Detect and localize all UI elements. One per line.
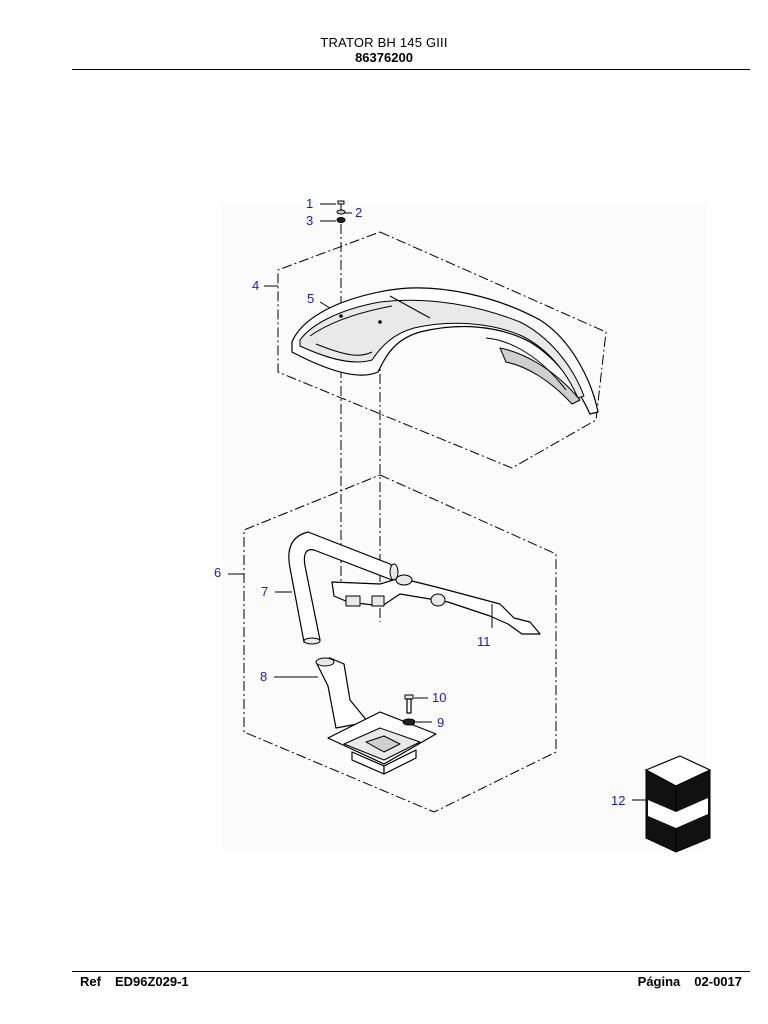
callout-1: 1 (306, 196, 313, 211)
callout-leaders (228, 203, 646, 801)
bolt-and-washer-small (402, 694, 416, 726)
page-label: Página (637, 974, 681, 989)
callout-6: 6 (214, 565, 221, 580)
part-code: 86376200 (355, 50, 413, 65)
footer-ref: Ref ED96Z029-1 (80, 974, 189, 989)
footer-page: Página 02-0017 (638, 974, 742, 989)
kit-box-part (644, 755, 712, 853)
footer-rule (72, 971, 750, 972)
page-value: 02-0017 (694, 974, 742, 989)
ref-value: ED96Z029-1 (114, 974, 189, 989)
callout-3: 3 (306, 213, 313, 228)
callout-8: 8 (260, 669, 267, 684)
callout-10: 10 (432, 690, 446, 705)
callout-2: 2 (355, 205, 362, 220)
callout-7: 7 (261, 584, 268, 599)
callout-5: 5 (307, 291, 314, 306)
page-header: TRATOR BH 145 GIII 86376200 (0, 35, 768, 65)
callout-4: 4 (252, 278, 259, 293)
fender-part (291, 287, 599, 415)
ref-label: Ref (80, 974, 101, 989)
bolt-washer-stack (336, 200, 346, 223)
callout-9: 9 (437, 715, 444, 730)
callout-11: 11 (477, 634, 491, 649)
header-rule (72, 69, 750, 70)
group-outline-handle (243, 474, 557, 813)
callout-12: 12 (611, 793, 625, 808)
group-outline-fender (277, 231, 607, 469)
bracket-part (331, 574, 541, 635)
model-title: TRATOR BH 145 GIII (320, 35, 448, 50)
